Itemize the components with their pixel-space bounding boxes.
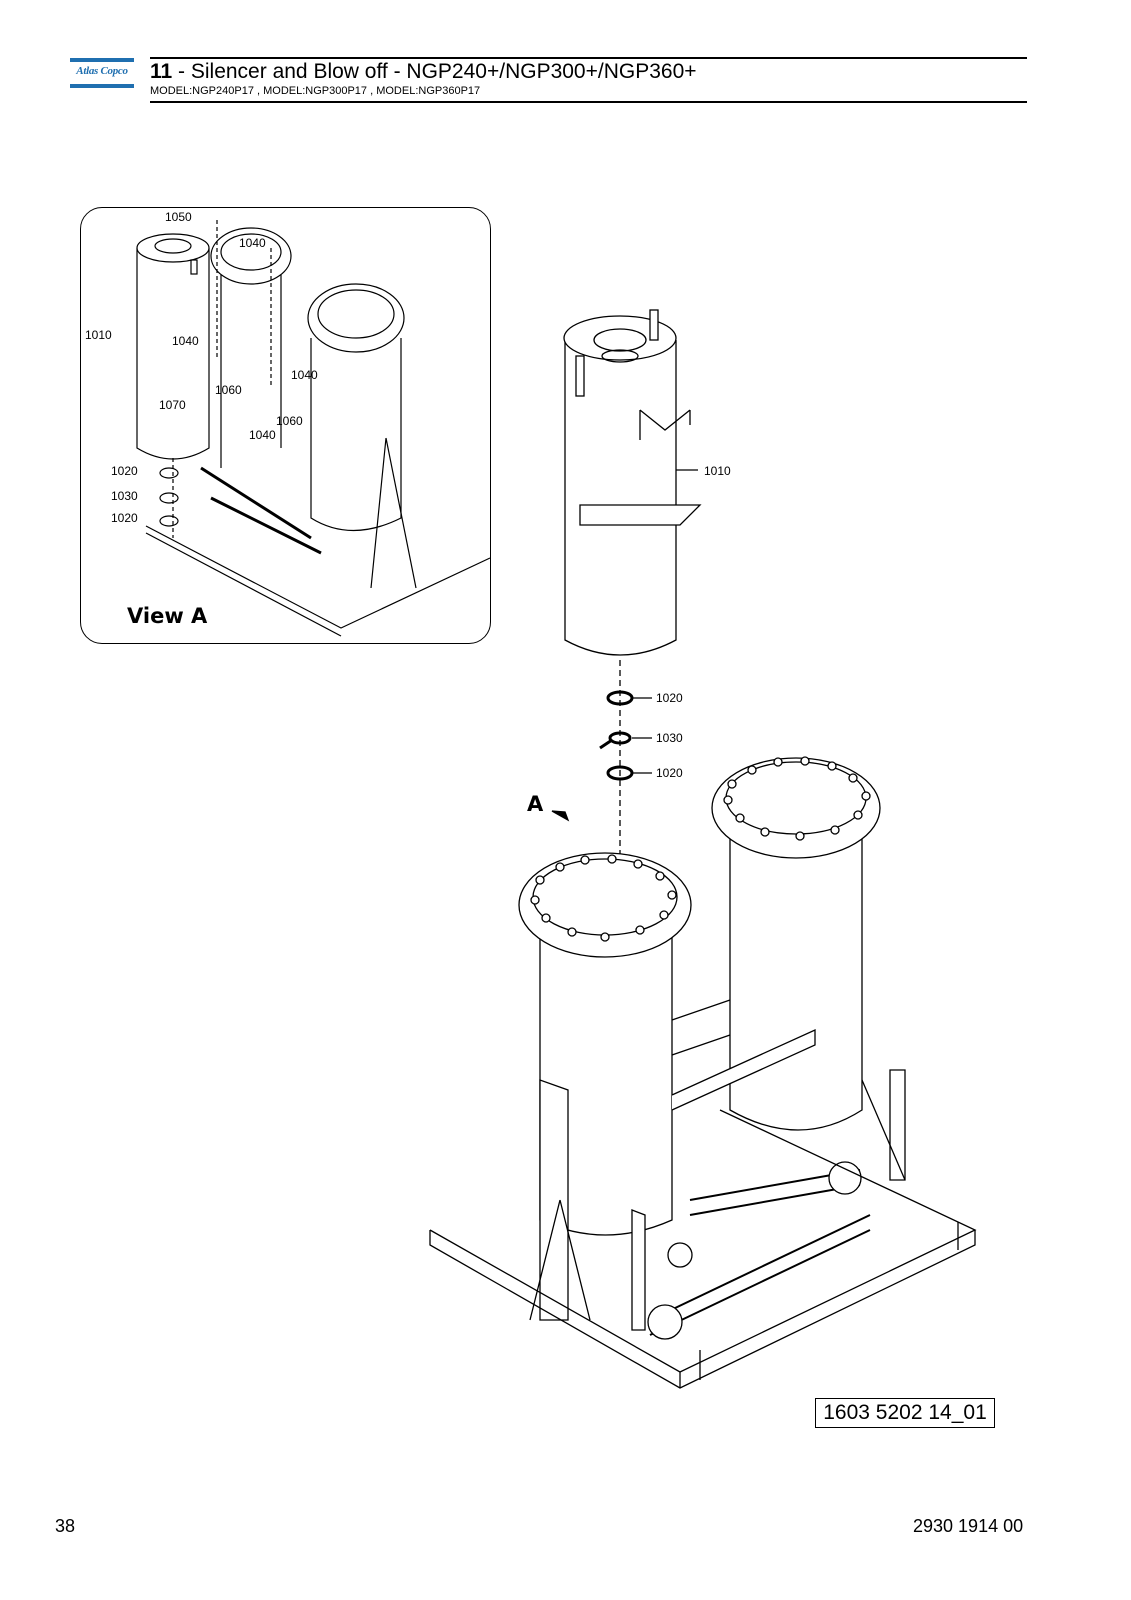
page-number: 38	[55, 1516, 76, 1536]
drawing-number: 1603 5202 14_01	[815, 1398, 995, 1428]
view-a-callout-1030: 1030	[111, 489, 138, 503]
view-a-callout-1040: 1040	[172, 334, 199, 348]
view-a-callout-1070: 1070	[159, 398, 186, 412]
view-a-panel: 1050 1040 1010 1040 1040 1060 1070 1060 …	[80, 207, 491, 644]
view-a-callout-1040: 1040	[249, 428, 276, 442]
view-a-callout-1060: 1060	[276, 414, 303, 428]
logo-bar-top	[70, 58, 134, 62]
view-a-callout-1020: 1020	[111, 511, 138, 525]
section-number: 11	[150, 60, 173, 83]
view-a-marker: A	[527, 792, 544, 816]
view-a-callout-1040: 1040	[239, 236, 266, 250]
view-a-callout-1040: 1040	[291, 368, 318, 382]
callout-1010: 1010	[704, 464, 731, 478]
logo-bar-bottom	[70, 84, 134, 88]
view-a-callout-1060: 1060	[215, 383, 242, 397]
logo-text: Atlas Copco	[76, 65, 128, 77]
view-a-label: View A	[127, 604, 208, 628]
view-a-callout-1010: 1010	[85, 328, 112, 342]
model-list: MODEL:NGP240P17 , MODEL:NGP300P17 , MODE…	[150, 85, 481, 97]
view-a-callout-1050: 1050	[165, 210, 192, 224]
view-a-drawing	[136, 220, 490, 637]
callout-1030: 1030	[656, 731, 683, 745]
page-title: 11 - Silencer and Blow off - NGP240+/NGP…	[150, 60, 697, 84]
atlas-copco-logo: Atlas Copco	[70, 58, 134, 94]
section-title: - Silencer and Blow off - NGP240+/NGP300…	[172, 60, 697, 83]
callout-1020: 1020	[656, 691, 683, 705]
header-rule-bottom	[150, 101, 1027, 103]
view-a-callout-1020: 1020	[111, 464, 138, 478]
document-number: 2930 1914 00	[913, 1516, 1024, 1536]
header-rule-top	[150, 57, 1027, 59]
callout-1020: 1020	[656, 766, 683, 780]
